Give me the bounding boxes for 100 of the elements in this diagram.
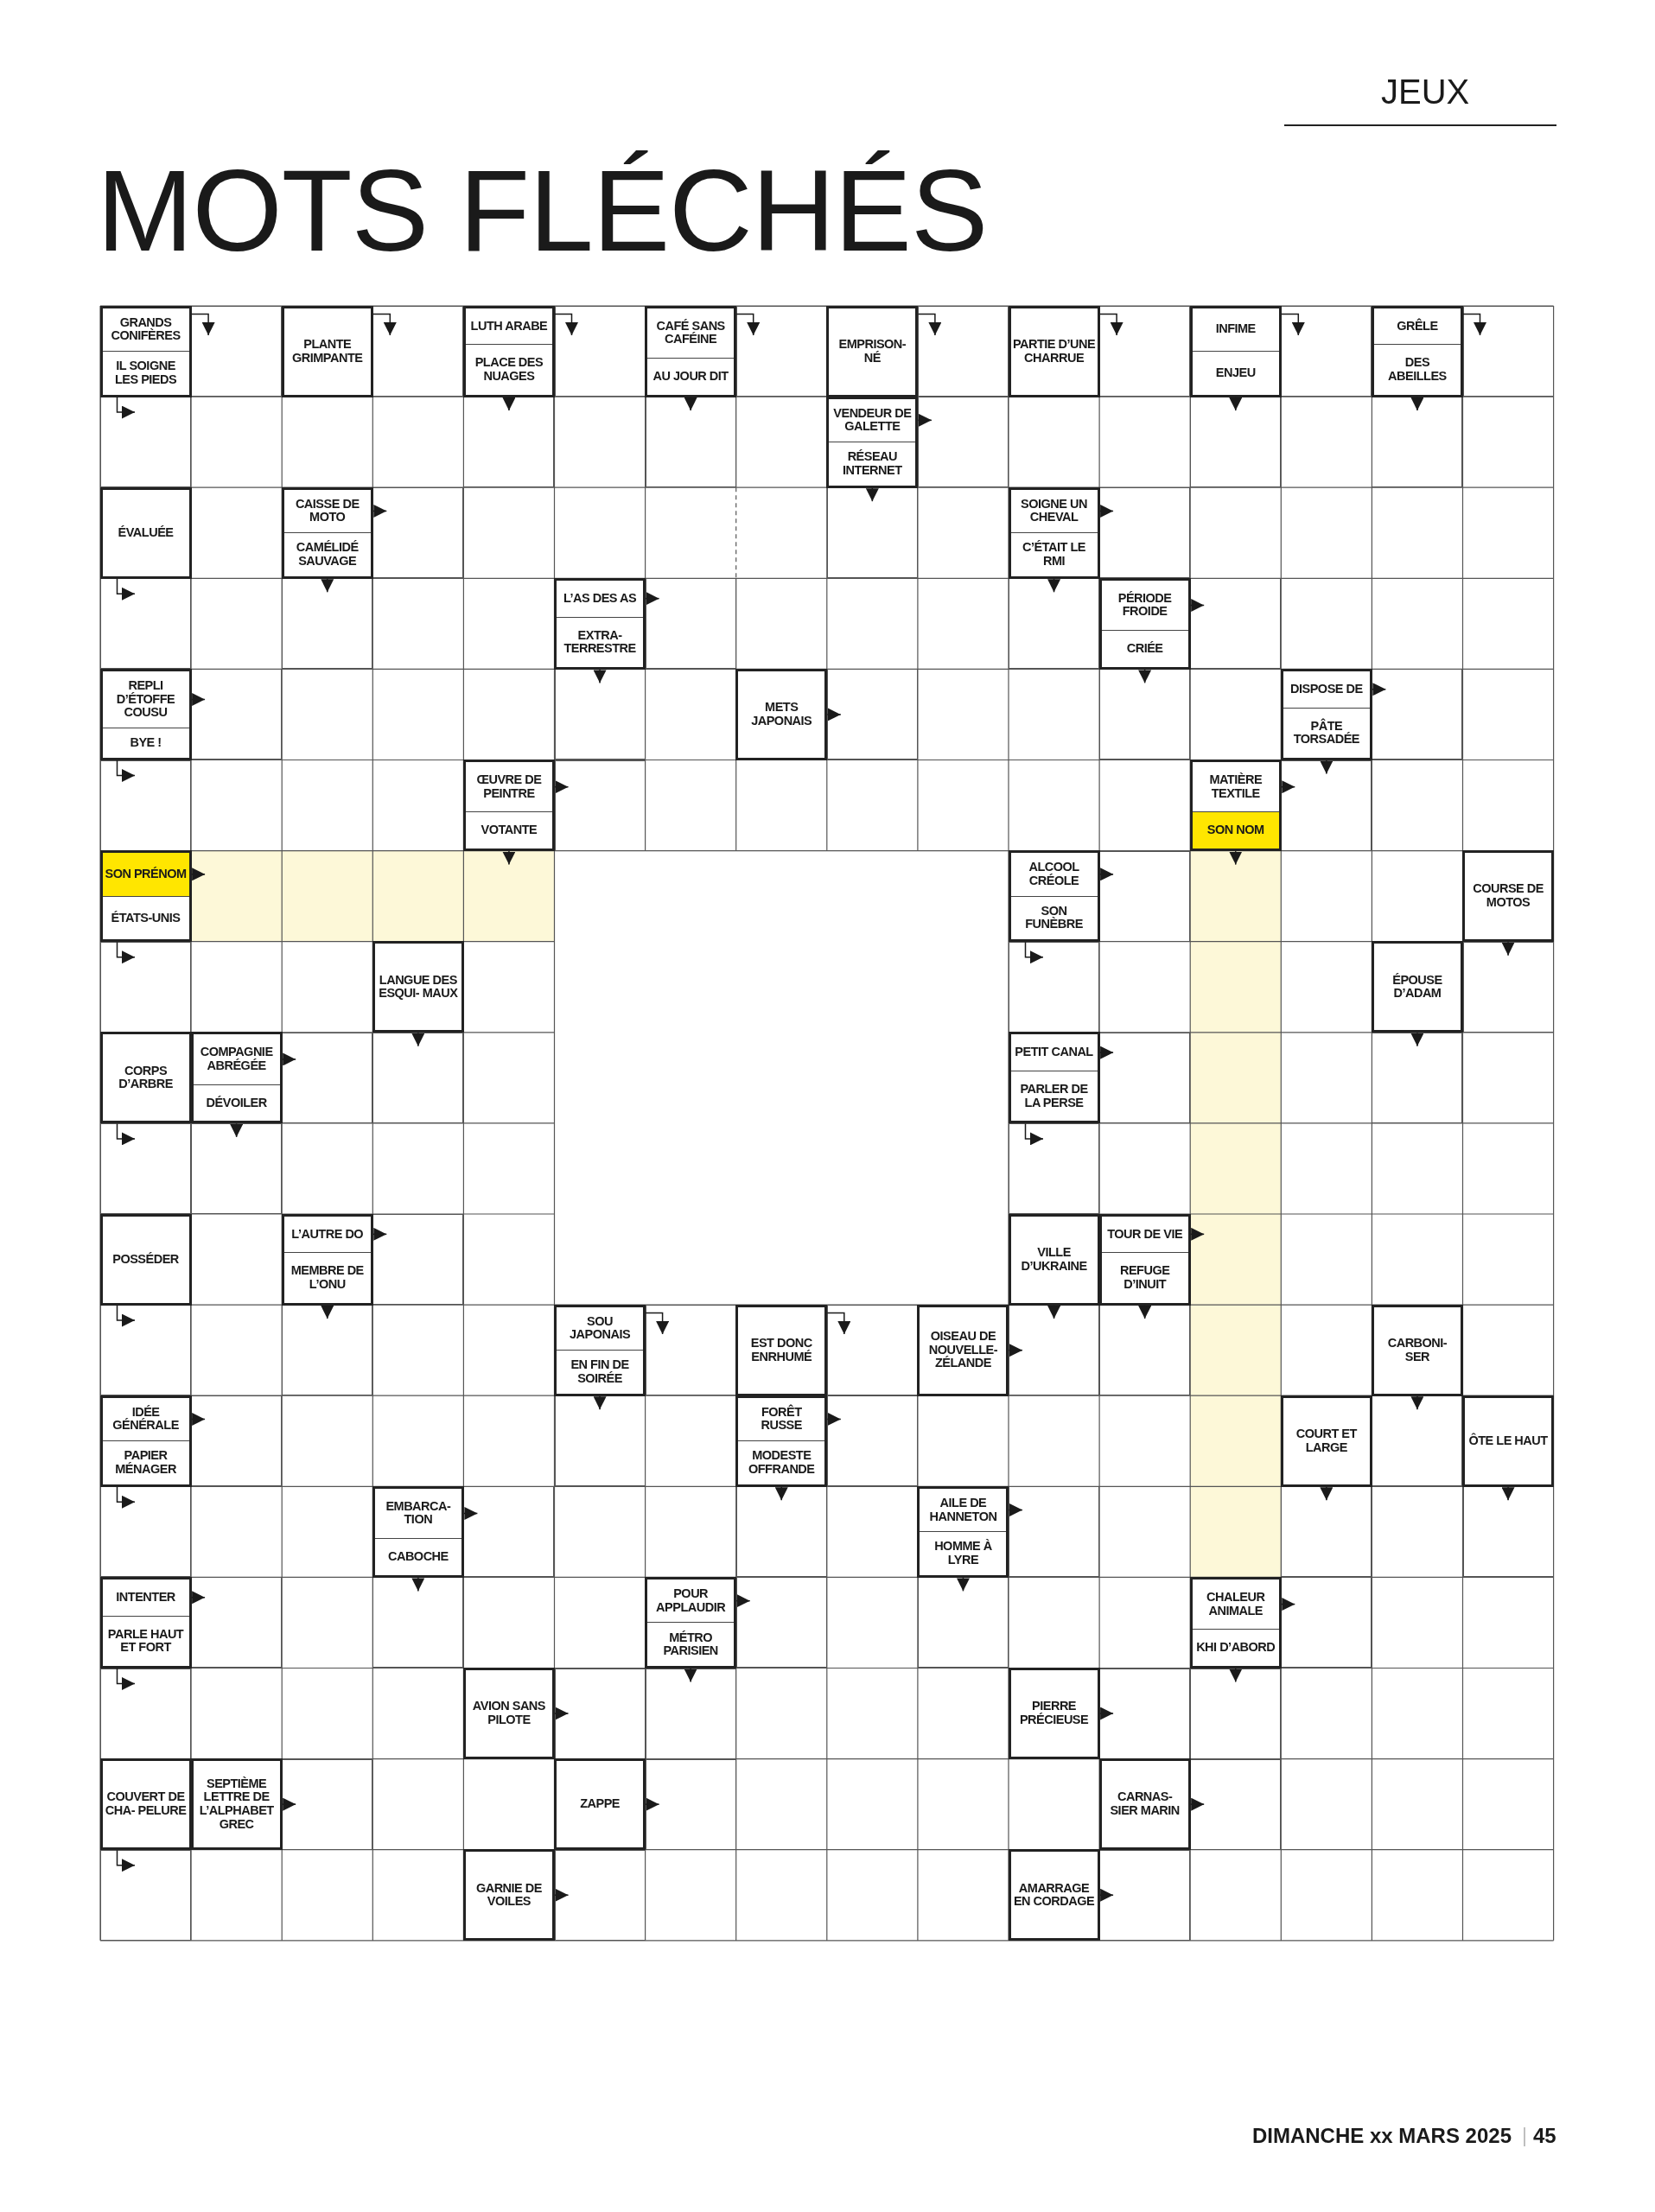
- clue-text: PLACE DES NUAGES: [465, 344, 552, 395]
- arrow: [1189, 1227, 1205, 1241]
- arrow: [1189, 599, 1205, 612]
- arrow: [735, 313, 761, 336]
- clue-text: REFUGE D’INUIT: [1101, 1252, 1188, 1303]
- clue-text: SOU JAPONAIS: [568, 1313, 632, 1344]
- arrow: [1098, 1046, 1114, 1059]
- arrow: [1098, 1707, 1114, 1720]
- clue-box: [1008, 850, 1100, 943]
- clue-text: POSSÉDER: [111, 1250, 180, 1268]
- clue-text: SON FUNÈBRE: [1010, 895, 1098, 940]
- arrow: [593, 1395, 607, 1410]
- clue-text: CAMÉLIDÉ SAUVAGE: [283, 532, 371, 576]
- clue-box: [462, 305, 555, 397]
- clue-text: CARBONI- SER: [1386, 1335, 1448, 1365]
- arrow: [826, 708, 842, 721]
- clue-box: [1008, 1668, 1100, 1760]
- clue-text: ÉVALUÉE: [117, 524, 175, 541]
- clue-text: ENJEU: [1192, 351, 1279, 395]
- clue-box: [99, 305, 192, 397]
- clue-text: MATIÈRE TEXTILE: [1208, 772, 1264, 802]
- clue-text: PAPIER MÉNAGER: [102, 1440, 189, 1484]
- arrow: [1229, 850, 1243, 866]
- arrow: [281, 1797, 296, 1811]
- clue-text: RÉSEAU INTERNET: [829, 442, 916, 486]
- arrow: [1281, 313, 1305, 336]
- arrow: [1189, 1797, 1205, 1811]
- clue-text: MODESTE OFFRANDE: [738, 1440, 825, 1484]
- clue-text: PÉRIODE FROIDE: [1117, 589, 1173, 620]
- clue-box: [462, 1849, 555, 1942]
- clue-box: [99, 486, 192, 579]
- clue-box: [1008, 1032, 1100, 1124]
- clue-text: HOMME À LYRE: [920, 1531, 1007, 1575]
- arrow: [116, 760, 136, 782]
- clue-box: [917, 1304, 1009, 1396]
- arrow: [1047, 1304, 1061, 1319]
- clue-text: FORÊT RUSSE: [760, 1403, 803, 1434]
- clue-text: REPLI D’ÉTOFFE COUSU: [115, 677, 176, 721]
- arrow: [645, 1797, 660, 1811]
- arrow: [1229, 396, 1243, 411]
- clue-box: [1371, 941, 1463, 1033]
- clue-text: GRÊLE: [1396, 317, 1439, 334]
- arrow: [1024, 941, 1044, 964]
- clue-text: PARTIE D’UNE CHARRUE: [1011, 335, 1097, 366]
- arrow: [502, 850, 516, 866]
- arrow: [190, 868, 206, 881]
- clue-box: [372, 1485, 464, 1578]
- clue-box: [645, 1576, 737, 1669]
- clue-text: LANGUE DES ESQUI- MAUX: [378, 971, 459, 1002]
- arrow: [1138, 669, 1152, 684]
- clue-text: PLANTE GRIMPANTE: [291, 335, 364, 366]
- arrow: [1320, 760, 1334, 775]
- arrow: [1281, 1598, 1296, 1611]
- arrow: [190, 313, 215, 336]
- arrow: [116, 941, 136, 964]
- clue-text: COUVERT DE CHA- PELURE: [104, 1789, 188, 1820]
- arrow: [116, 578, 136, 601]
- arrow: [826, 1312, 851, 1335]
- clue-text: SEPTIÈME LETTRE DE L’ALPHABET GREC: [198, 1775, 275, 1833]
- clue-box: [462, 1668, 555, 1760]
- clue-box: [1280, 668, 1372, 760]
- clue-text: COURT ET LARGE: [1295, 1426, 1359, 1456]
- arrow: [281, 1052, 296, 1066]
- arrow: [1229, 1668, 1243, 1683]
- arrow: [372, 1227, 388, 1241]
- arrow: [554, 1707, 570, 1720]
- clue-text: C’ÉTAIT LE RMI: [1010, 532, 1098, 576]
- arrow: [1098, 504, 1114, 518]
- clue-box: [1008, 305, 1100, 397]
- arrow: [1047, 578, 1061, 594]
- arrow: [1008, 1344, 1023, 1357]
- clue-text: CAISSE DE MOTO: [294, 495, 360, 526]
- answer-highlight: [191, 850, 555, 942]
- arrow: [1501, 1486, 1515, 1502]
- clue-box: [826, 305, 919, 397]
- clue-text: MÉTRO PARISIEN: [647, 1622, 735, 1666]
- arrow: [1410, 1032, 1424, 1047]
- arrow: [1024, 1122, 1044, 1146]
- clue-text: OISEAU DE NOUVELLE- ZÉLANDE: [927, 1328, 999, 1372]
- clue-text: EMPRISON- NÉ: [837, 335, 907, 366]
- clue-text: IDÉE GÉNÉRALE: [111, 1403, 180, 1434]
- clue-box: [735, 1304, 828, 1396]
- arrow: [1281, 780, 1296, 794]
- clue-text: INFIME: [1214, 321, 1257, 338]
- arrow: [645, 592, 660, 606]
- clue-box: [1462, 850, 1555, 943]
- clue-box: [1371, 1304, 1463, 1396]
- arrow: [372, 504, 388, 518]
- clue-text: CHALEUR ANIMALE: [1206, 1588, 1266, 1619]
- clue-box: [1008, 486, 1100, 579]
- clue-box: [735, 668, 828, 760]
- clue-box: [826, 396, 919, 488]
- clue-box: [99, 1395, 192, 1487]
- arrow: [1138, 1304, 1152, 1319]
- answer-highlight: [1190, 850, 1282, 1578]
- clue-text: PARLE HAUT ET FORT: [102, 1615, 189, 1666]
- clue-text: ALCOOL CRÉOLE: [1028, 859, 1080, 889]
- arrow: [684, 1668, 697, 1683]
- arrow: [190, 1591, 206, 1605]
- clue-box: [645, 305, 737, 397]
